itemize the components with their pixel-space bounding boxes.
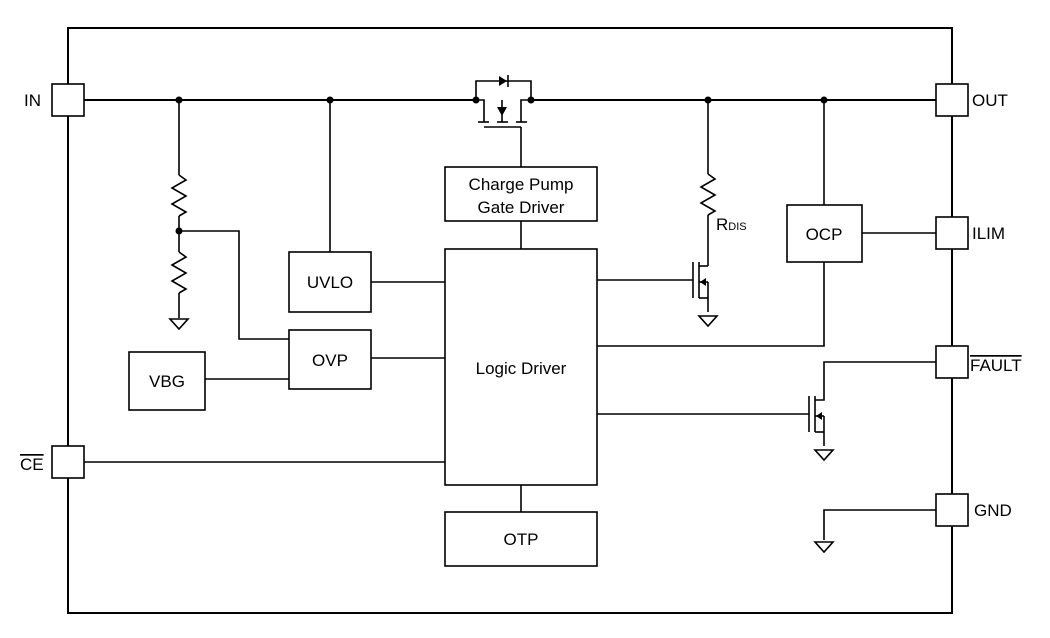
- logic-driver-label: Logic Driver: [476, 359, 567, 378]
- vbg-label: VBG: [149, 372, 185, 391]
- ocp-label: OCP: [806, 225, 843, 244]
- ovp-label: OVP: [312, 351, 348, 370]
- pin-gnd-label: GND: [974, 501, 1012, 520]
- pin-ce-label: CE: [20, 455, 44, 474]
- pass-mosfet: [475, 75, 532, 167]
- discharge-path: [597, 100, 719, 328]
- uvlo-block: UVLO: [288, 251, 372, 313]
- resistor-divider: [168, 100, 289, 340]
- uvlo-label: UVLO: [307, 273, 353, 292]
- pin-ilim-box: [935, 216, 969, 250]
- pin-gnd-box: [935, 493, 969, 527]
- otp-label: OTP: [504, 530, 539, 549]
- ocp-to-logic-wire: [597, 262, 825, 347]
- pin-ilim-label: ILIM: [972, 224, 1005, 243]
- pin-in-box: [51, 83, 85, 117]
- fault-mosfet: [597, 361, 936, 462]
- charge-pump-label-2: Gate Driver: [478, 198, 565, 217]
- chip-outline: [67, 27, 953, 614]
- vbg-block: VBG: [128, 351, 206, 411]
- pin-fault-label: FAULT: [970, 356, 1022, 375]
- ocp-block: OCP: [786, 204, 863, 263]
- charge-pump-label-1: Charge Pump: [469, 175, 574, 194]
- pin-out-box: [935, 83, 969, 117]
- pin-out-label: OUT: [972, 91, 1008, 110]
- pin-ce-box: [51, 445, 85, 479]
- pin-fault-box: [935, 345, 969, 379]
- pin-in-label: IN: [24, 91, 41, 110]
- ovp-block: OVP: [288, 329, 372, 390]
- rdis-label: RDIS: [716, 215, 747, 234]
- charge-pump-block: Charge Pump Gate Driver: [444, 166, 598, 222]
- logic-driver-block: Logic Driver: [444, 248, 598, 486]
- gnd-connection: [813, 509, 936, 554]
- otp-block: OTP: [444, 511, 598, 567]
